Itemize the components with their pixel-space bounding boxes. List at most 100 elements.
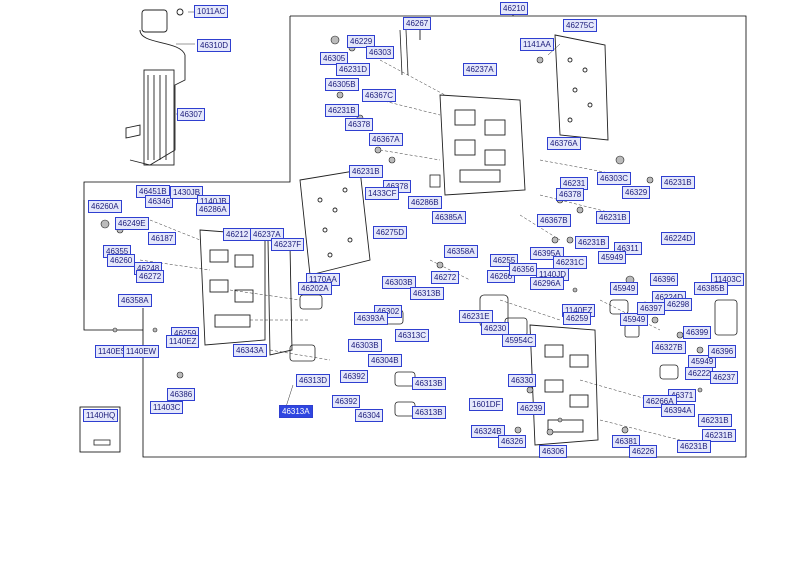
part-label[interactable]: 46367A — [369, 133, 403, 146]
part-label[interactable]: 1140EZ — [166, 335, 200, 348]
part-label[interactable]: 46231C — [553, 256, 588, 269]
separator-plate-left — [299, 169, 371, 276]
part-label[interactable]: 46313C — [395, 329, 430, 342]
part-label[interactable]: 46226 — [629, 445, 658, 458]
part-label[interactable]: 46187 — [148, 232, 177, 245]
part-label[interactable]: 46305 — [320, 52, 349, 65]
part-label[interactable]: 1140HQ — [83, 409, 119, 422]
part-label[interactable]: 46367C — [362, 89, 397, 102]
part-label[interactable]: 46237A — [250, 228, 284, 241]
part-label[interactable]: 46212 — [223, 228, 252, 241]
part-label[interactable]: 46237 — [710, 371, 739, 384]
part-label[interactable]: 46376A — [547, 137, 581, 150]
part-label[interactable]: 46260A — [88, 200, 122, 213]
part-label[interactable]: 46303B — [348, 339, 382, 352]
part-label[interactable]: 46396 — [650, 273, 679, 286]
part-label[interactable]: 46275C — [563, 19, 598, 32]
part-label[interactable]: 46237F — [271, 238, 305, 251]
part-label[interactable]: 46260 — [487, 270, 516, 283]
part-label[interactable]: 46324B — [471, 425, 505, 438]
part-label[interactable]: 46224D — [661, 232, 696, 245]
part-label[interactable]: 46313B — [412, 406, 446, 419]
part-label[interactable]: 1433CF — [365, 187, 400, 200]
part-label[interactable]: 46358A — [118, 294, 152, 307]
part-label[interactable]: 46231B — [325, 104, 359, 117]
part-label[interactable]: 45949 — [598, 251, 627, 264]
part-label[interactable]: 46237A — [463, 63, 497, 76]
part-label[interactable]: 46231B — [596, 211, 630, 224]
part-label[interactable]: 46327B — [652, 341, 686, 354]
part-label[interactable]: 1430JB — [170, 186, 204, 199]
part-label[interactable]: 46378 — [556, 188, 585, 201]
part-label[interactable]: 46239 — [517, 402, 546, 415]
part-label[interactable]: 46231B — [349, 165, 383, 178]
part-label[interactable]: 46358A — [444, 245, 478, 258]
part-label[interactable]: 46394A — [661, 404, 695, 417]
part-label[interactable]: 46313D — [296, 374, 331, 387]
part-label[interactable]: 46381 — [612, 435, 641, 448]
part-label[interactable]: 46286B — [408, 196, 442, 209]
part-label[interactable]: 46231D — [336, 63, 371, 76]
part-label[interactable]: 46310D — [197, 39, 232, 52]
diagram-frame — [79, 12, 747, 458]
part-label[interactable]: 46313B — [410, 287, 444, 300]
part-label[interactable]: 46304 — [355, 409, 384, 422]
part-label[interactable]: 11403C — [150, 401, 184, 414]
part-label[interactable]: 46378 — [345, 118, 374, 131]
part-label[interactable]: 46260 — [107, 254, 136, 267]
upper-valve-body — [439, 94, 526, 196]
part-label[interactable]: 46343A — [233, 344, 267, 357]
part-label[interactable]: 46326 — [498, 435, 527, 448]
part-label[interactable]: 46399 — [683, 326, 712, 339]
part-label[interactable]: 46330 — [508, 374, 537, 387]
part-label[interactable]: 46202A — [298, 282, 332, 295]
part-label[interactable]: 46346 — [145, 195, 174, 208]
part-label[interactable]: 46305B — [325, 78, 359, 91]
part-label[interactable]: 45954C — [502, 334, 537, 347]
part-label[interactable]: 46275D — [373, 226, 408, 239]
part-label[interactable]: 46304B — [368, 354, 402, 367]
part-label[interactable]: 46231B — [702, 429, 736, 442]
part-label[interactable]: 46393A — [354, 312, 388, 325]
part-label[interactable]: 46230 — [481, 322, 510, 335]
part-label[interactable]: 46385B — [694, 282, 728, 295]
part-label[interactable]: 1011AC — [194, 5, 229, 18]
part-label[interactable]: 1141AA — [520, 38, 554, 51]
part-label[interactable]: 46392 — [332, 395, 361, 408]
part-label[interactable]: 46313B — [412, 377, 446, 390]
part-label[interactable]: 46329 — [622, 186, 651, 199]
part-label[interactable]: 46231E — [459, 310, 493, 323]
part-label[interactable]: 46249E — [115, 217, 149, 230]
part-label[interactable]: 46231B — [661, 176, 695, 189]
part-label[interactable]: 46231B — [575, 236, 609, 249]
part-label[interactable]: 46210 — [500, 2, 529, 15]
part-label[interactable]: 46303C — [597, 172, 632, 185]
part-label[interactable]: 46267 — [403, 17, 432, 30]
part-label[interactable]: 46286A — [196, 203, 230, 216]
part-label[interactable]: 46231B — [698, 414, 732, 427]
part-label[interactable]: 46272 — [136, 270, 165, 283]
part-label[interactable]: 46298 — [664, 298, 693, 311]
part-label[interactable]: 45949 — [610, 282, 639, 295]
part-label[interactable]: 46306 — [539, 445, 568, 458]
part-label[interactable]: 46222 — [685, 367, 714, 380]
part-label[interactable]: 46303B — [382, 276, 416, 289]
part-label[interactable]: 46259 — [563, 312, 592, 325]
part-label[interactable]: 46307 — [177, 108, 206, 121]
part-label[interactable]: 46386 — [167, 388, 196, 401]
part-label[interactable]: 46392 — [340, 370, 369, 383]
part-label[interactable]: 46303 — [366, 46, 395, 59]
part-label[interactable]: 46396 — [708, 345, 737, 358]
part-label[interactable]: 46272 — [431, 271, 460, 284]
part-label[interactable]: 46231B — [677, 440, 711, 453]
part-label[interactable]: 1140EW — [123, 345, 160, 358]
part-label[interactable]: 46385A — [432, 211, 466, 224]
part-label-selected[interactable]: 46313A — [279, 405, 313, 418]
part-label[interactable]: 1601DF — [469, 398, 504, 411]
part-label[interactable]: 46397 — [637, 302, 666, 315]
part-label[interactable]: 46367B — [537, 214, 571, 227]
part-label[interactable]: 46296A — [530, 277, 564, 290]
part-label[interactable]: 46356 — [509, 263, 538, 276]
part-label[interactable]: 46229 — [347, 35, 376, 48]
part-label[interactable]: 45949 — [620, 313, 649, 326]
